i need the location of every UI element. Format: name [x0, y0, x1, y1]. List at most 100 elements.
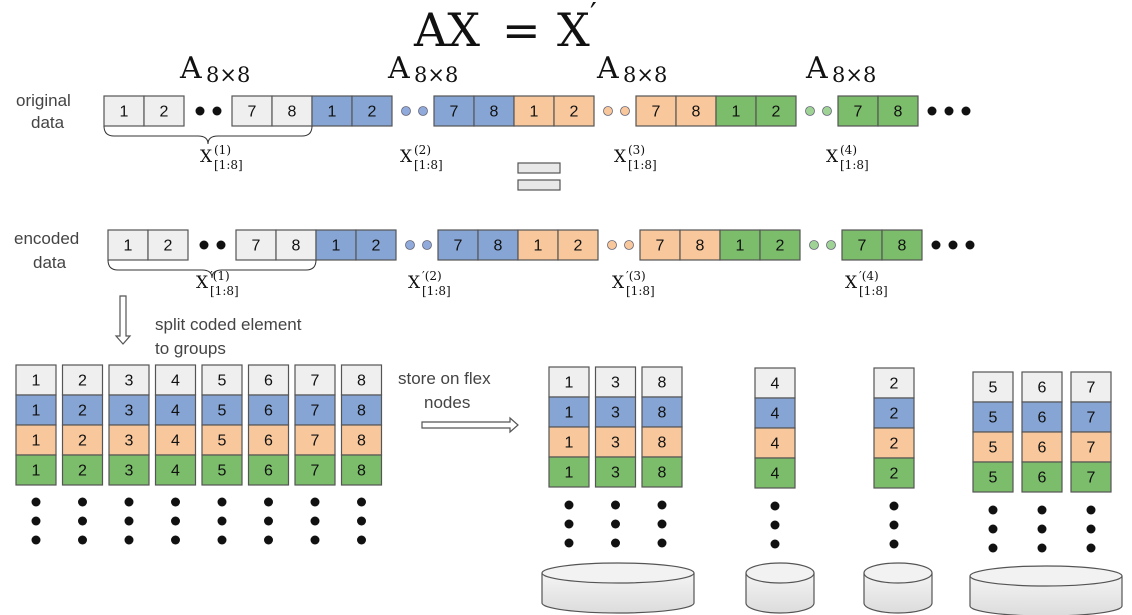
group-7-row1-value: 7 — [311, 373, 320, 390]
orig-seg2-cell7-box — [433, 95, 475, 127]
enc-seg4-cell8-value: 8 — [898, 238, 907, 255]
node2-group-4-row3-value: 4 — [771, 436, 780, 453]
enc-x-label-1-base: X — [196, 273, 209, 293]
node2-group-4-dot-1 — [770, 501, 780, 511]
orig-x-label-2-super: (2) — [414, 143, 431, 157]
enc-seg4-dots-2 — [826, 240, 836, 250]
enc-seg4-cell1-value: 1 — [736, 238, 745, 255]
node4-group-7-row4-box — [1070, 461, 1112, 493]
group-1-row3-value: 1 — [32, 433, 41, 450]
down-arrow-icon — [114, 295, 132, 345]
node1-group-1-dot-3 — [564, 538, 574, 548]
enc-seg3-cell1-value: 1 — [534, 238, 543, 255]
group-2-row1-box — [61, 364, 104, 396]
enc-x-label-3-sub: [1:8] — [626, 284, 655, 298]
node1-group-3-dot-1 — [611, 500, 620, 510]
orig-x-label-3-super: (3) — [628, 143, 645, 157]
enc-seg1-dots-2 — [216, 240, 226, 250]
group-2-row2-box — [61, 394, 104, 426]
group-7-row2-value: 7 — [311, 403, 320, 420]
node1-group-8-row1-value: 8 — [658, 375, 667, 392]
node1-group-8-row3-value: 8 — [658, 435, 667, 452]
node4-group-6-row4-box — [1021, 461, 1063, 493]
orig-seg2-cell2-box — [351, 95, 393, 127]
store-text-line1: store on flex — [398, 369, 491, 388]
node4-group-5-row3-value: 5 — [989, 440, 998, 457]
equals-sign — [517, 162, 561, 191]
node2-group-4-row4-value: 4 — [771, 466, 780, 483]
node4-disk-top-icon — [969, 565, 1123, 587]
matrix-label-1-sub: 8×8 — [206, 63, 250, 87]
orig-seg2-dots-2 — [418, 106, 428, 116]
node1-group-8-dot-3 — [657, 538, 667, 548]
matrix-label-1-A: A — [179, 51, 202, 86]
node4-group-5-row4-box — [972, 461, 1014, 493]
enc-x-label-1-sub: [1:8] — [210, 284, 239, 298]
node1-group-3-row4-value: 3 — [611, 465, 620, 482]
enc-seg1-cell8-value: 8 — [292, 238, 301, 255]
orig-seg1-cell2-box — [143, 95, 185, 127]
node4-group-5-dot-1 — [988, 505, 998, 515]
orig-x-label-1-sub: [1:8] — [214, 158, 243, 172]
enc-x-label-3: X′(3)[1:8] — [612, 269, 655, 298]
group-7-row3-value: 7 — [311, 433, 320, 450]
original-label-line1: original — [16, 91, 71, 110]
group-4-dot-2 — [171, 516, 180, 526]
group-8-dot-1 — [357, 497, 366, 507]
node4-group-5-row3-box — [972, 431, 1014, 463]
node1-group-8-dot-1 — [657, 500, 667, 510]
group-6-row3-value: 6 — [264, 433, 273, 450]
enc-seg4-cell7-box — [841, 229, 883, 261]
group-6-row4-box — [247, 454, 290, 486]
orig-seg1-cell7-box — [231, 95, 273, 127]
group-4-row4-value: 4 — [171, 463, 180, 480]
orig-seg4-dots-1 — [805, 106, 815, 116]
orig-seg4-cell2-box — [755, 95, 797, 127]
enc-x-label-3-base: X — [612, 273, 625, 293]
group-8-row3-box — [340, 424, 383, 456]
orig-seg4-cell8-value: 8 — [894, 104, 903, 121]
orig-trailing-dot-2 — [944, 106, 954, 116]
node2-group-4-row4-box — [754, 457, 796, 489]
orig-seg1-cell8-value: 8 — [288, 104, 297, 121]
group-5-dot-1 — [217, 497, 227, 507]
node4-group-6-row2-value: 6 — [1038, 410, 1047, 427]
group-7-row3-box — [294, 424, 336, 456]
group-3-row4-box — [108, 454, 150, 486]
group-1-dot-2 — [31, 516, 41, 526]
node3-group-2-dot-2 — [889, 520, 899, 530]
node1-group-1-row2-value: 1 — [565, 405, 574, 422]
node1-group-1-row1-value: 1 — [565, 375, 574, 392]
orig-seg3-dots-1 — [603, 106, 613, 116]
orig-seg4-cell7-value: 7 — [854, 104, 863, 121]
group-8-row2-value: 8 — [357, 403, 366, 420]
enc-x-label-4: X′(4)[1:8] — [845, 269, 888, 298]
node4-group-6-row2-box — [1021, 401, 1063, 433]
group-3-row4-value: 3 — [125, 463, 134, 480]
node4-group-7-row2-value: 7 — [1087, 410, 1096, 427]
group-8-row1-value: 8 — [357, 373, 366, 390]
group-5-row3-box — [201, 424, 243, 456]
right-arrow-icon — [421, 416, 519, 434]
orig-x-label-4-base: X — [826, 147, 839, 167]
node1-group-1-row3-value: 1 — [565, 435, 574, 452]
orig-seg2-cell1-box — [311, 95, 353, 127]
node1-group-3-dot-3 — [611, 538, 620, 548]
group-6-row2-box — [247, 394, 290, 426]
enc-x-label-2-sub: [1:8] — [422, 284, 451, 298]
node4-group-5-row4-value: 5 — [989, 470, 998, 487]
group-6-dot-3 — [264, 535, 273, 545]
enc-x-label-2: X′(2)[1:8] — [408, 269, 451, 298]
node1-group-1-row4-value: 1 — [565, 465, 574, 482]
node1-group-1-dot-2 — [564, 519, 574, 529]
group-5-row1-box — [201, 364, 243, 396]
orig-seg3-cell2-value: 2 — [570, 104, 579, 121]
node2-group-4-dot-3 — [770, 539, 780, 549]
enc-x-label-4-sub: [1:8] — [859, 284, 888, 298]
orig-seg3-cell8-value: 8 — [692, 104, 701, 121]
